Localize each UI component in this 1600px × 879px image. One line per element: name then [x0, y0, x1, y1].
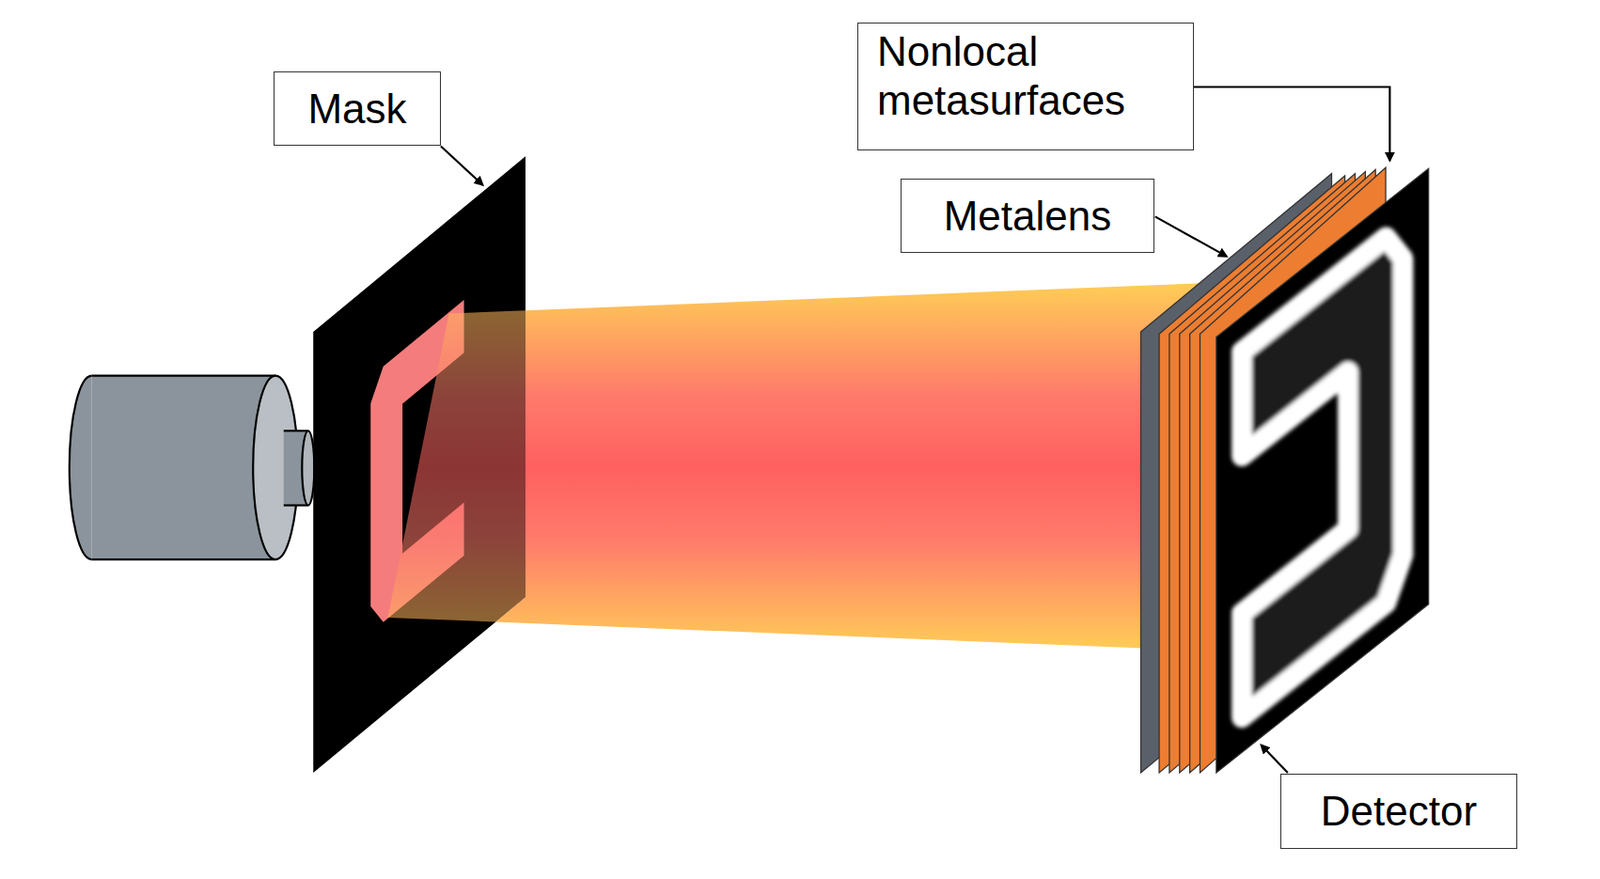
label-box: Metalens — [900, 178, 1155, 253]
label-text: Detector — [1320, 786, 1477, 836]
light-source — [69, 376, 315, 560]
label-box: Detector — [1280, 773, 1518, 849]
label-text: Nonlocal metasurfaces — [877, 27, 1175, 126]
label-box: Nonlocal metasurfaces — [857, 22, 1194, 151]
light-beam — [387, 282, 1209, 649]
label-box: Mask — [273, 71, 441, 146]
label-text: Metalens — [943, 191, 1113, 241]
leader-arrows — [440, 86, 1390, 772]
label-text: Mask — [307, 84, 407, 134]
detector-screen — [1216, 168, 1429, 773]
